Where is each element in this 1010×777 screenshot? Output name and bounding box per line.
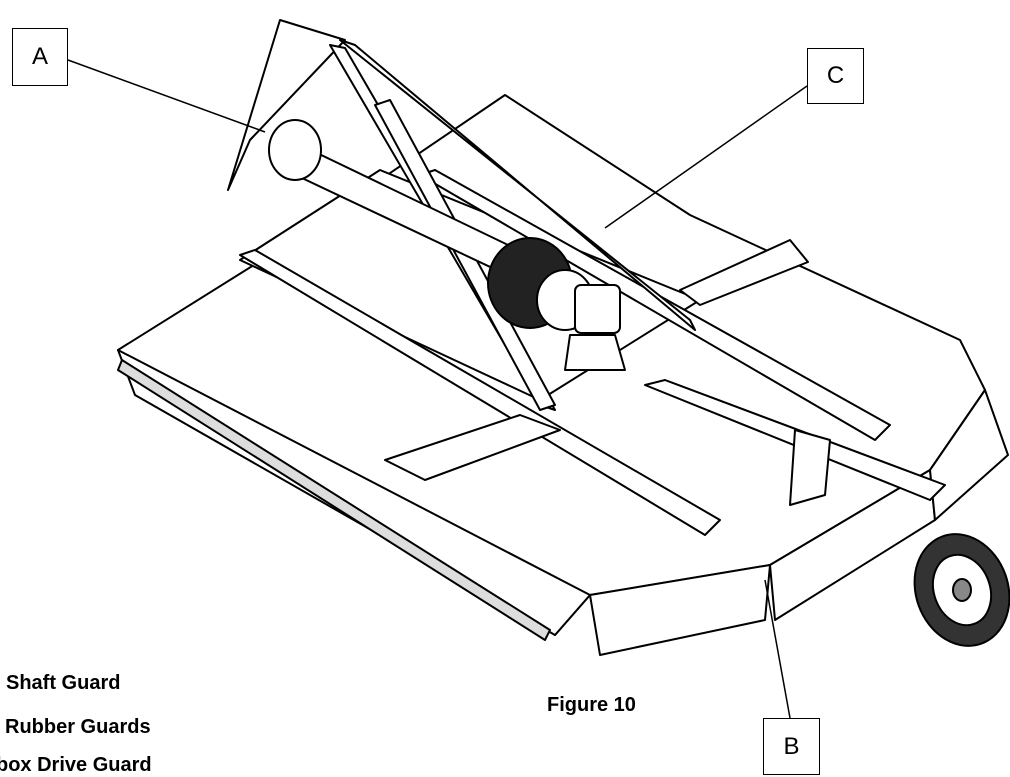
legend-item-drive-guard: box Drive Guard xyxy=(0,754,152,776)
cross-panel-rear xyxy=(679,239,809,306)
gearbox-body xyxy=(574,284,621,334)
deck-side-left xyxy=(117,349,591,636)
a-frame-brace-2 xyxy=(339,39,696,331)
leader-line-a xyxy=(67,59,266,133)
a-frame-leg-left xyxy=(227,19,346,191)
gearbox-mount xyxy=(564,334,626,371)
frame-rail-left xyxy=(239,249,721,536)
legend-item-rubber-guards: Rubber Guards xyxy=(5,716,151,738)
figure-caption: Figure 10 xyxy=(547,694,636,716)
deck-side-far-right xyxy=(929,389,1009,521)
leader-line-c xyxy=(604,85,808,229)
legend-item-shaft-guard: Shaft Guard xyxy=(6,672,121,694)
cross-panel-front xyxy=(384,414,561,481)
callout-label-b: B xyxy=(763,718,820,775)
rubber-guard-strip xyxy=(117,359,551,641)
leader-line-b xyxy=(764,579,791,719)
frame-rail-right xyxy=(419,169,891,441)
callout-label-a: A xyxy=(12,28,68,86)
callout-label-c: C xyxy=(807,48,864,104)
tail-wheel-bracket xyxy=(789,429,831,506)
deck-side-front xyxy=(589,564,771,656)
shaft-guard-bell xyxy=(268,119,322,181)
tail-wheel-hub xyxy=(952,578,972,602)
